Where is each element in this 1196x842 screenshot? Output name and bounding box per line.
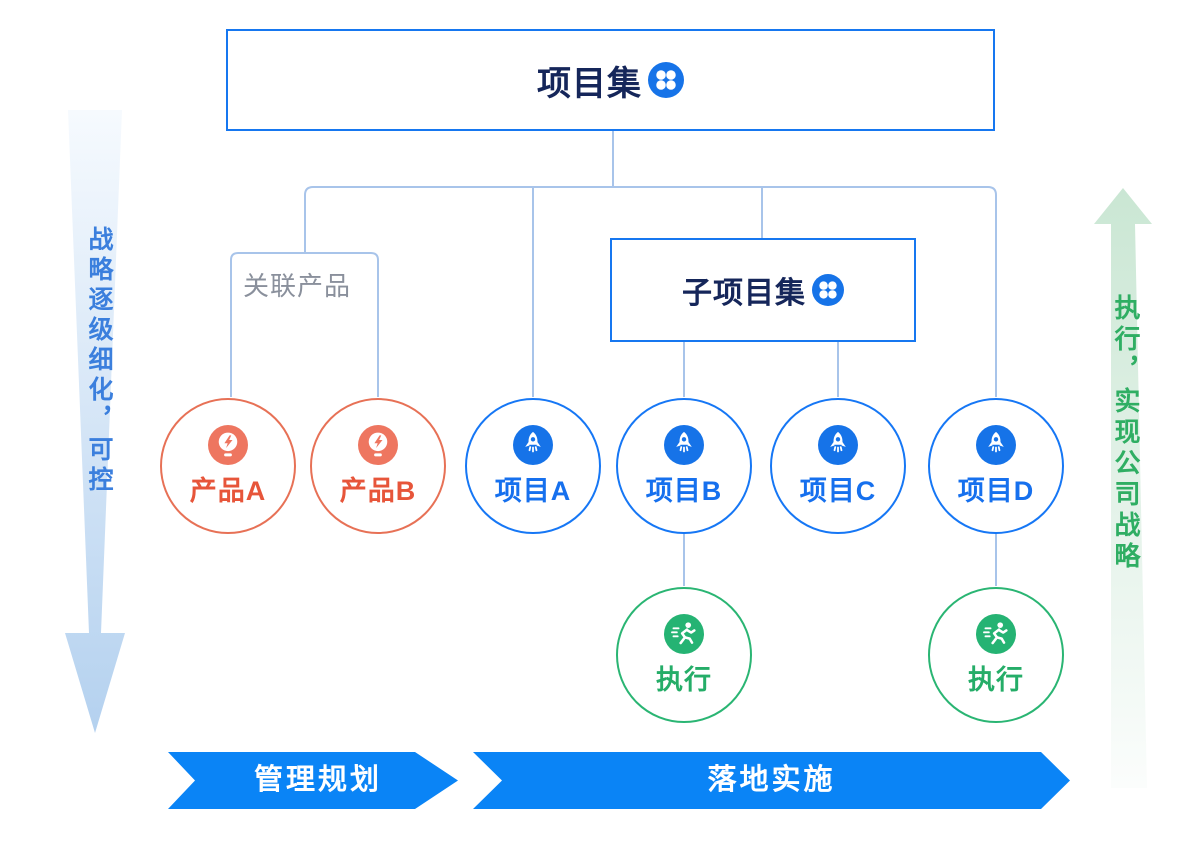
node-label: 项目A <box>494 475 572 506</box>
rocket-icon <box>976 424 1016 465</box>
phase-banners <box>168 752 1070 809</box>
program-grid-icon <box>648 62 684 98</box>
strategy-down-arrow <box>65 110 125 733</box>
rocket-icon <box>818 424 858 465</box>
related-products-label: 关联产品 <box>243 271 352 301</box>
rocket-icon <box>513 424 553 465</box>
node-label: 项目B <box>645 475 723 506</box>
lightbulb-bolt-icon <box>358 424 398 465</box>
node-label: 项目D <box>957 475 1035 506</box>
node-product-a: 产品A <box>160 398 296 534</box>
left-arrow-caption: 战略逐级细化，可控 <box>85 226 113 496</box>
node-project-a: 项目A <box>465 398 601 534</box>
node-label: 执行 <box>656 664 712 695</box>
node-label: 产品A <box>189 475 267 506</box>
runner-icon <box>976 613 1016 654</box>
banner-management-planning: 管理规划 <box>253 764 382 796</box>
node-project-c: 项目C <box>770 398 906 534</box>
banner-implementation: 落地实施 <box>707 764 836 796</box>
program-box: 项目集 <box>226 29 995 131</box>
execution-up-arrow <box>1094 188 1152 788</box>
node-product-b: 产品B <box>310 398 446 534</box>
node-execution-2: 执行 <box>928 587 1064 723</box>
node-label: 执行 <box>968 664 1024 695</box>
lightbulb-bolt-icon <box>208 424 248 465</box>
rocket-icon <box>664 424 704 465</box>
program-box-title: 项目集 <box>537 64 642 103</box>
subprogram-box: 子项目集 <box>610 238 916 342</box>
runner-icon <box>664 613 704 654</box>
right-arrow-caption: 执行，实现公司战略 <box>1111 294 1141 573</box>
node-label: 产品B <box>339 475 417 506</box>
subprogram-box-title: 子项目集 <box>682 277 806 310</box>
node-project-b: 项目B <box>616 398 752 534</box>
node-label: 项目C <box>799 475 877 506</box>
node-execution-1: 执行 <box>616 587 752 723</box>
program-grid-icon <box>812 274 844 306</box>
node-project-d: 项目D <box>928 398 1064 534</box>
